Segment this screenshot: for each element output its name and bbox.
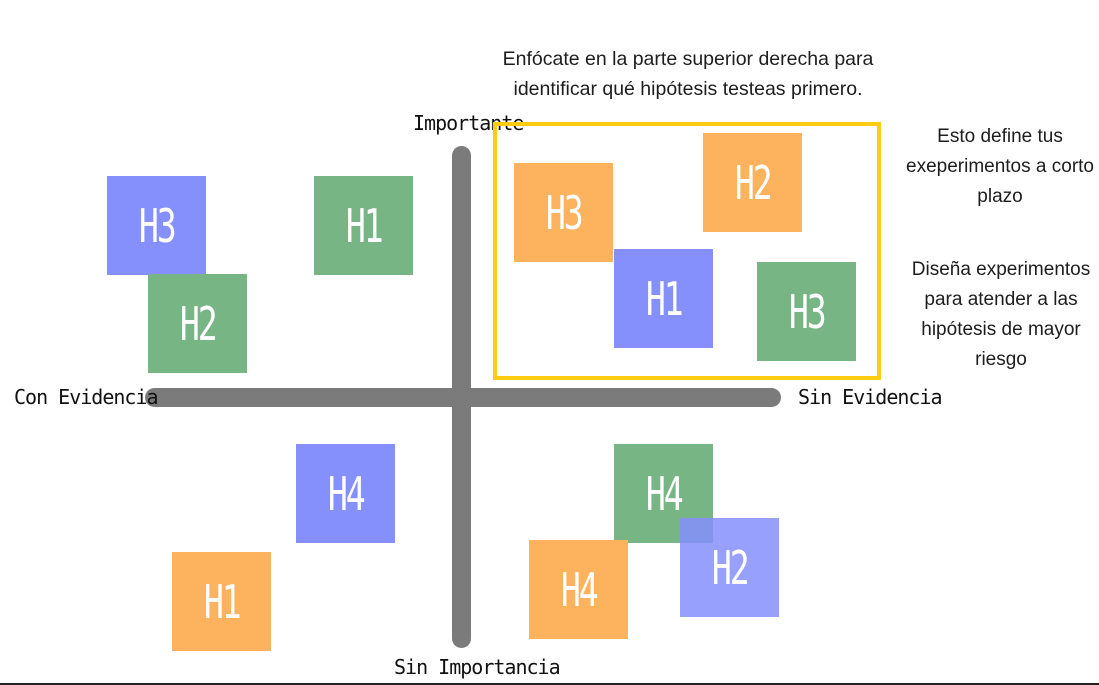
sticky-label: H3 [138,198,177,253]
sticky-note[interactable]: H2 [148,274,247,373]
note-focus-top-right: Enfócate en la parte superior derecha pa… [502,48,874,100]
sticky-note[interactable]: H3 [757,262,856,361]
note-design-experiments: Diseña experimentos para atender a las h… [911,259,1091,370]
sticky-label: H1 [345,198,384,253]
sticky-label: H2 [179,296,218,351]
bottom-divider [0,683,1099,685]
note-short-term: Esto define tus exeperimentos a corto pl… [906,126,1094,207]
sticky-note[interactable]: H4 [296,444,395,543]
sticky-note[interactable]: H3 [107,176,206,275]
sticky-label: H2 [711,540,750,595]
axis-label-right: Sin Evidencia [798,385,943,409]
axis-label-bottom: Sin Importancia [394,655,561,679]
vertical-axis [452,146,471,648]
sticky-label: H2 [734,155,773,210]
sticky-label: H4 [645,466,684,521]
sticky-note[interactable]: H4 [529,540,628,639]
axis-label-left: Con Evidencia [14,385,159,409]
sticky-label: H4 [327,466,366,521]
sticky-note[interactable]: H1 [614,249,713,348]
sticky-note[interactable]: H1 [314,176,413,275]
sticky-note[interactable]: H2 [680,518,779,617]
sticky-note[interactable]: H3 [514,163,613,262]
sticky-label: H1 [203,574,242,629]
sticky-label: H4 [560,562,599,617]
sticky-note[interactable]: H1 [172,552,271,651]
sticky-note[interactable]: H2 [703,133,802,232]
focus-quadrant-box [493,122,881,380]
sticky-label: H3 [788,284,827,339]
sticky-label: H1 [645,271,684,326]
sticky-label: H3 [545,185,584,240]
